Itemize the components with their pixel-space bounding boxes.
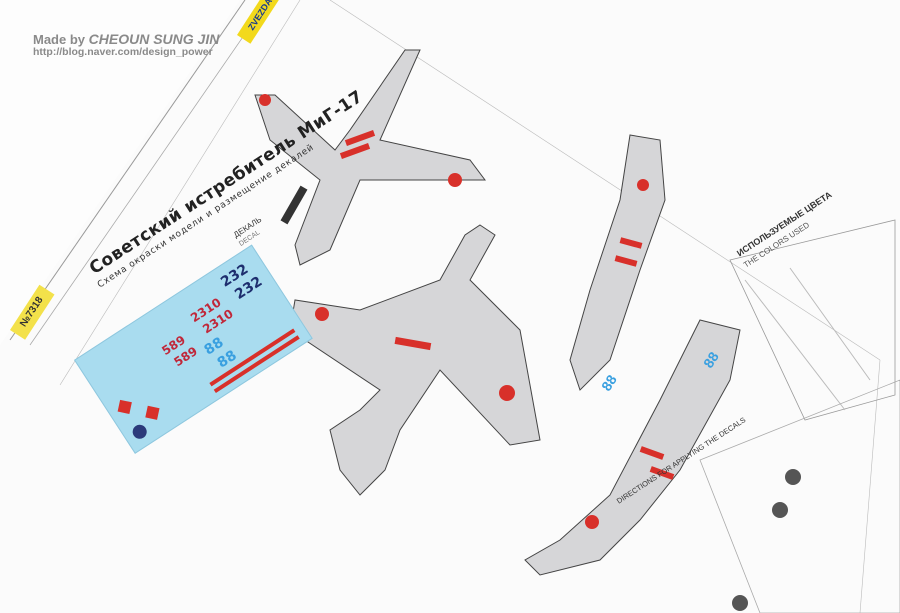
aircraft-bottom-view — [289, 224, 541, 496]
page-fold-line — [859, 359, 881, 613]
star-decal — [145, 405, 160, 420]
aircraft-top-view-1 — [254, 49, 486, 266]
watermark-url: http://blog.naver.com/design_power — [33, 46, 213, 58]
decal-directions-panel — [699, 379, 900, 613]
title-frame-line — [59, 0, 301, 386]
star-decal — [117, 399, 132, 415]
aircraft-side-view-1 — [569, 134, 666, 391]
aircraft-side-view-2 — [524, 319, 741, 576]
colors-table — [729, 219, 896, 421]
page-fold-line — [329, 0, 881, 361]
watermark-made-by: Made by — [33, 32, 86, 47]
watermark-author: Made by CHEOUN SUNG JIN — [33, 31, 219, 47]
roundel-decal — [130, 422, 150, 442]
sheet-border — [9, 0, 246, 341]
watermark-author-name: CHEOUN SUNG JIN — [88, 31, 220, 47]
sheet-border-inner — [29, 4, 266, 346]
